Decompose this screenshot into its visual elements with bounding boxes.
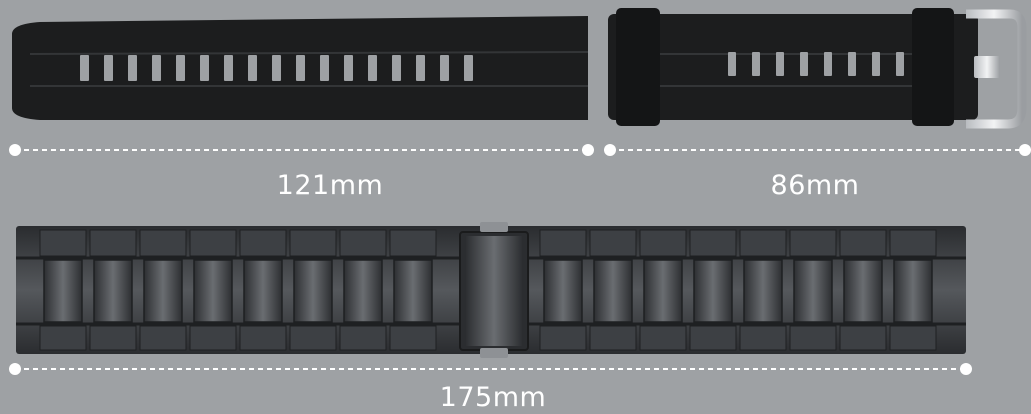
guide-line-long xyxy=(9,144,594,156)
silicone-strap-short xyxy=(608,8,978,126)
guide-line-short xyxy=(604,144,1031,156)
clasp xyxy=(459,222,529,358)
measurement-label-total: 175mm xyxy=(439,382,547,413)
measurement-label-short-strap: 86mm xyxy=(770,170,860,201)
buckle-icon xyxy=(966,9,1027,129)
measurement-label-long-strap: 121mm xyxy=(276,170,384,201)
silicone-strap-long xyxy=(12,16,589,120)
guide-line-total xyxy=(9,363,972,375)
